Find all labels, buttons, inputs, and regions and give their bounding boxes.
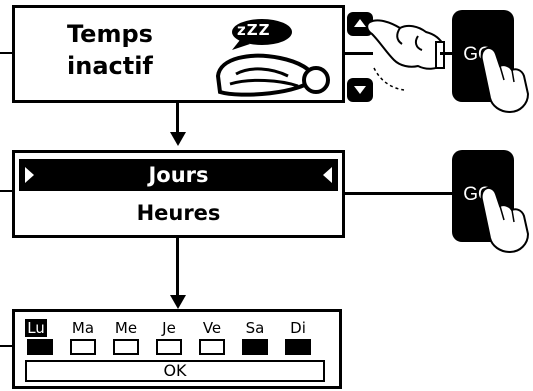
day-checkbox[interactable] (27, 339, 53, 355)
day-label: Ma (71, 319, 95, 337)
day-checkbox[interactable] (113, 339, 139, 355)
idle-title-line2: inactif (67, 52, 153, 80)
hand-pressing-icon (480, 46, 530, 114)
option-heures[interactable]: Heures (136, 201, 221, 225)
day-je[interactable]: Je (154, 319, 184, 363)
day-ve[interactable]: Ve (197, 319, 227, 363)
day-checkbox[interactable] (70, 339, 96, 355)
left-tick-2 (0, 190, 12, 192)
day-ma[interactable]: Ma (68, 319, 98, 363)
hand-pressing-icon (480, 186, 530, 254)
right-marker-icon (323, 167, 332, 183)
flow-arrowhead-2 (170, 295, 186, 309)
flow-arrowhead-1 (170, 132, 186, 146)
screen-idle-time: Temps inactif zZZ (12, 5, 345, 103)
days-row: Lu Ma Me Je Ve Sa Di (25, 319, 325, 363)
left-tick-3 (0, 345, 12, 347)
sleep-bubble-text: zZZ (237, 21, 271, 39)
day-label: Lu (25, 319, 47, 337)
day-checkbox[interactable] (242, 339, 268, 355)
day-me[interactable]: Me (111, 319, 141, 363)
day-label: Je (162, 319, 176, 337)
day-lu[interactable]: Lu (25, 319, 55, 363)
down-key[interactable] (347, 78, 373, 102)
left-marker-icon (25, 167, 34, 183)
hand-pointing-icon (366, 19, 445, 91)
down-arrow-icon (354, 86, 366, 94)
day-label: Sa (245, 319, 265, 337)
day-label: Me (114, 319, 138, 337)
day-checkbox[interactable] (156, 339, 182, 355)
option-jours[interactable]: Jours (148, 163, 209, 187)
day-checkbox[interactable] (285, 339, 311, 355)
idle-title-line1: Temps (67, 20, 153, 48)
up-arrow-icon (354, 19, 366, 27)
sleep-icon (215, 19, 330, 97)
day-label: Di (290, 319, 306, 337)
left-tick-1 (0, 52, 12, 54)
connector-go-2 (345, 192, 454, 195)
selected-row: Jours (19, 159, 338, 191)
connector-go-1 (440, 52, 454, 55)
screen-day-select: Lu Ma Me Je Ve Sa Di OK (12, 309, 342, 389)
flow-line-2 (176, 238, 179, 296)
flow-line-1 (176, 103, 179, 133)
day-checkbox[interactable] (199, 339, 225, 355)
ok-button[interactable]: OK (25, 360, 325, 382)
day-label: Ve (202, 319, 222, 337)
connector-keys (345, 52, 373, 55)
day-di[interactable]: Di (283, 319, 313, 363)
screen-mode-select: Jours Heures (12, 150, 345, 238)
day-sa[interactable]: Sa (240, 319, 270, 363)
